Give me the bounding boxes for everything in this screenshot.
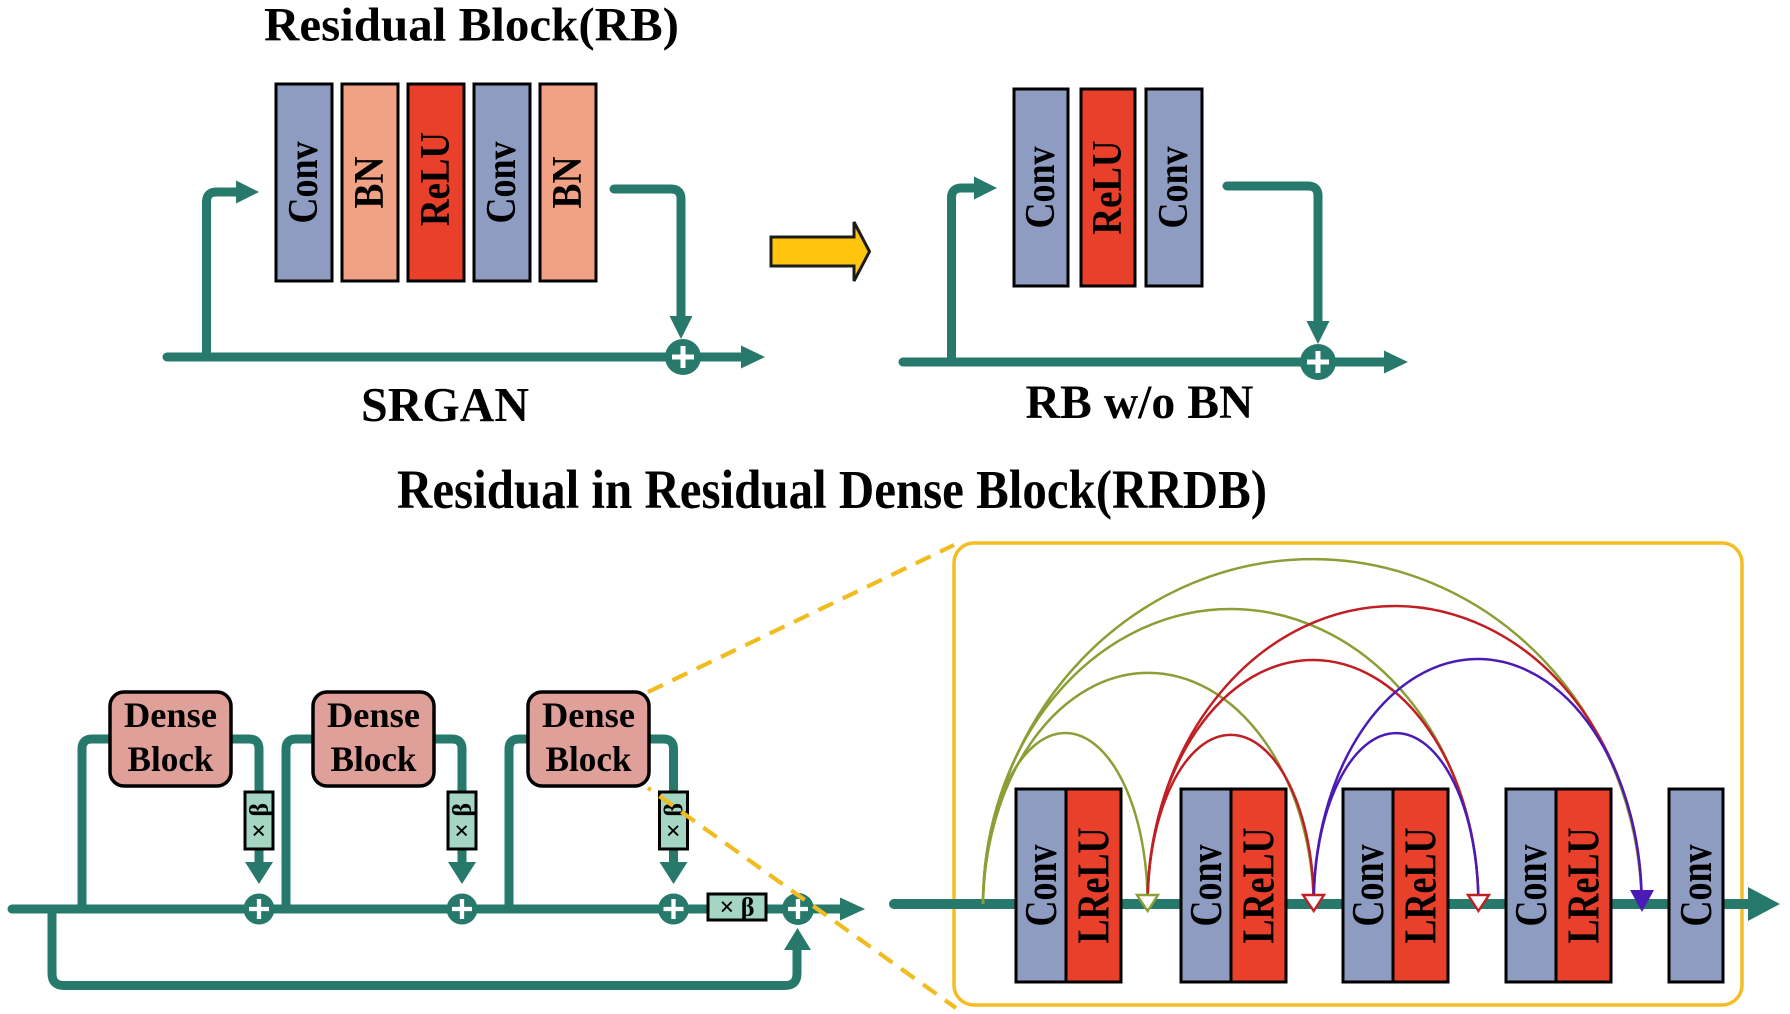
svg-text:Dense: Dense [327, 695, 420, 735]
svg-text:ReLU: ReLU [413, 132, 459, 226]
svg-text:Conv: Conv [281, 142, 327, 224]
svg-text:LReLU: LReLU [1234, 828, 1284, 944]
svg-text:Conv: Conv [1671, 844, 1721, 926]
svg-text:Conv: Conv [1506, 844, 1556, 926]
svg-text:Dense: Dense [542, 695, 635, 735]
svg-text:Block: Block [331, 739, 417, 779]
svg-text:RB w/o BN: RB w/o BN [1026, 377, 1254, 429]
svg-text:Block: Block [546, 739, 632, 779]
svg-text:Block: Block [128, 739, 214, 779]
svg-text:BN: BN [545, 157, 591, 209]
svg-text:ReLU: ReLU [1085, 141, 1131, 235]
svg-text:× β: × β [245, 803, 274, 838]
svg-text:× β: × β [448, 803, 477, 838]
svg-text:Conv: Conv [1151, 147, 1197, 229]
svg-text:Conv: Conv [1343, 844, 1393, 926]
svg-text:LReLU: LReLU [1069, 828, 1119, 944]
svg-text:Residual Block(RB): Residual Block(RB) [264, 0, 679, 52]
svg-text:LReLU: LReLU [1396, 828, 1446, 944]
svg-text:LReLU: LReLU [1559, 828, 1609, 944]
svg-text:× β: × β [659, 803, 688, 838]
svg-text:BN: BN [347, 157, 393, 209]
svg-text:Dense: Dense [124, 695, 217, 735]
svg-text:Residual in Residual Dense Blo: Residual in Residual Dense Block(RRDB) [397, 460, 1267, 521]
svg-text:Conv: Conv [1016, 844, 1066, 926]
svg-text:Conv: Conv [1018, 147, 1064, 229]
svg-text:× β: × β [719, 893, 754, 922]
svg-text:Conv: Conv [479, 142, 525, 224]
svg-text:Conv: Conv [1181, 844, 1231, 926]
svg-text:SRGAN: SRGAN [361, 377, 529, 432]
